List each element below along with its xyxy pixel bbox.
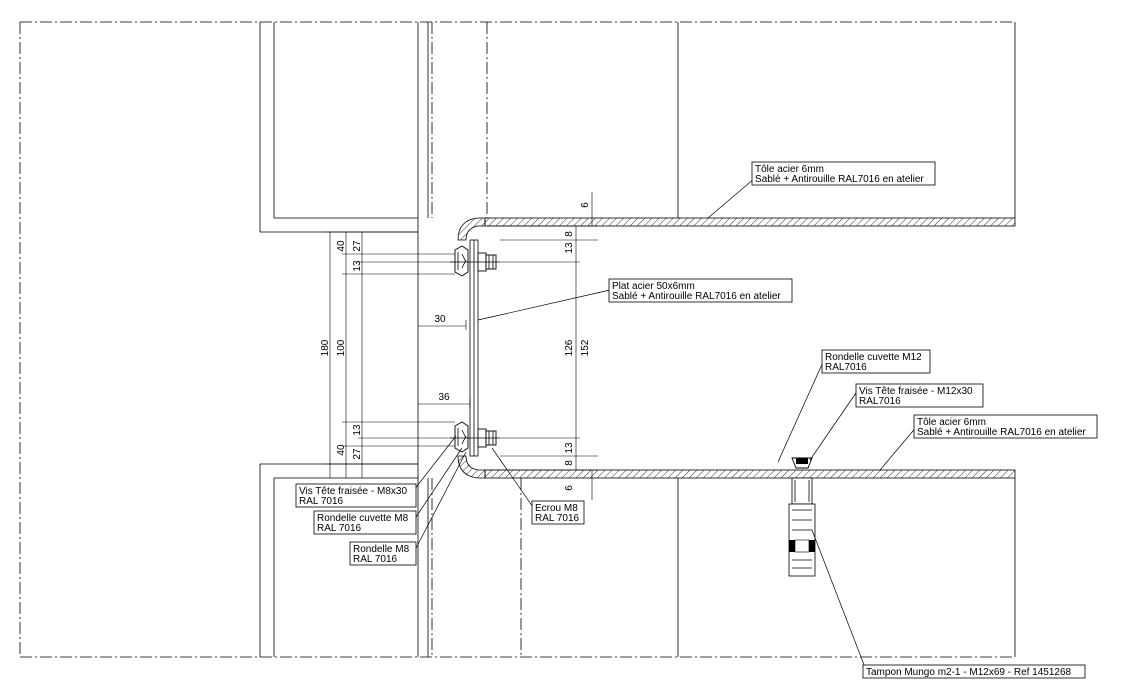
leader-lines [413, 177, 919, 671]
steel-plate-top [457, 217, 1016, 241]
annotation-ecrou-m8: Ecrou M8 RAL 7016 [531, 500, 585, 525]
tole-bottom-line2: Sablé + Antirouille RAL7016 en atelier [917, 427, 1086, 438]
steel-plate-bottom [457, 455, 1016, 479]
rondelle-cuvette-m8-line2: RAL 7016 [317, 523, 362, 534]
vis-m12-line1: Vis Tête fraisée - M12x30 [859, 386, 973, 397]
dim-6-bottom: 6 [564, 485, 575, 491]
tole-top-line1: Tôle acier 6mm [755, 164, 824, 175]
bolt-assembly-top [450, 245, 500, 277]
annotation-rondelle-m12: Rondelle cuvette M12 RAL7016 [821, 349, 931, 374]
flat-bar [469, 239, 479, 457]
dim-126: 126 [564, 339, 575, 356]
ecrou-m8-line1: Ecrou M8 [535, 503, 578, 514]
dim-100: 100 [336, 339, 347, 356]
vis-m12-line2: RAL7016 [859, 396, 901, 407]
dimension-texts: 6 13 8 40 13 27 180 100 30 36 126 152 40… [320, 202, 591, 491]
rondelle-m12-line1: Rondelle cuvette M12 [825, 352, 922, 363]
vis-m8-line2: RAL 7016 [299, 496, 344, 507]
plat-acier-line2: Sablé + Antirouille RAL7016 en atelier [612, 291, 781, 302]
m12-anchor [788, 457, 816, 577]
tole-top-line2: Sablé + Antirouille RAL7016 en atelier [755, 174, 924, 185]
annotation-rondelle-cuvette-m8: Rondelle cuvette M8 RAL 7016 [313, 510, 417, 535]
dim-40-bottom: 40 [336, 444, 347, 456]
dim-27-top: 27 [352, 240, 363, 252]
dim-13-bottom-left: 13 [352, 424, 363, 436]
dim-36: 36 [438, 392, 450, 403]
annotation-rondelle-m8: Rondelle M8 RAL 7016 [349, 541, 417, 566]
bolt-assembly-bottom [450, 421, 500, 453]
dim-13-bottom-right: 13 [564, 442, 575, 454]
dimension-lines [326, 192, 598, 500]
annotation-plat-acier: Plat acier 50x6mm Sablé + Antirouille RA… [608, 278, 793, 303]
rondelle-m12-line2: RAL7016 [825, 362, 867, 373]
annotation-vis-m8: Vis Tête fraisée - M8x30 RAL 7016 [295, 483, 417, 508]
rondelle-m8-line1: Rondelle M8 [353, 544, 410, 555]
dim-13-top-right: 13 [564, 242, 575, 254]
dim-27-bottom: 27 [352, 448, 363, 460]
annotation-vis-m12: Vis Tête fraisée - M12x30 RAL7016 [855, 383, 984, 408]
dim-152: 152 [580, 339, 591, 356]
tampon-line1: Tampon Mungo m2-1 - M12x69 - Ref 1451268 [866, 667, 1072, 678]
dim-40-top: 40 [336, 240, 347, 252]
rondelle-m8-line2: RAL 7016 [353, 554, 398, 565]
dim-13-top-left: 13 [352, 260, 363, 272]
annotation-tole-top: Tôle acier 6mm Sablé + Antirouille RAL70… [751, 161, 936, 186]
dim-180: 180 [320, 339, 331, 356]
annotation-tampon: Tampon Mungo m2-1 - M12x69 - Ref 1451268 [862, 664, 1086, 679]
dim-30: 30 [434, 314, 446, 325]
dim-6-top: 6 [580, 202, 591, 208]
outer-frame [19, 21, 1015, 658]
rondelle-cuvette-m8-line1: Rondelle cuvette M8 [317, 513, 409, 524]
plat-acier-line1: Plat acier 50x6mm [612, 281, 695, 292]
vis-m8-line1: Vis Tête fraisée - M8x30 [299, 486, 407, 497]
dim-8-bottom-right: 8 [564, 460, 575, 466]
tole-bottom-line1: Tôle acier 6mm [917, 417, 986, 428]
dim-8-top-right: 8 [564, 231, 575, 237]
ecrou-m8-line2: RAL 7016 [535, 513, 580, 524]
upper-structure [259, 22, 1016, 233]
lower-structure [259, 218, 1016, 657]
annotation-tole-bottom: Tôle acier 6mm Sablé + Antirouille RAL70… [913, 414, 1098, 439]
